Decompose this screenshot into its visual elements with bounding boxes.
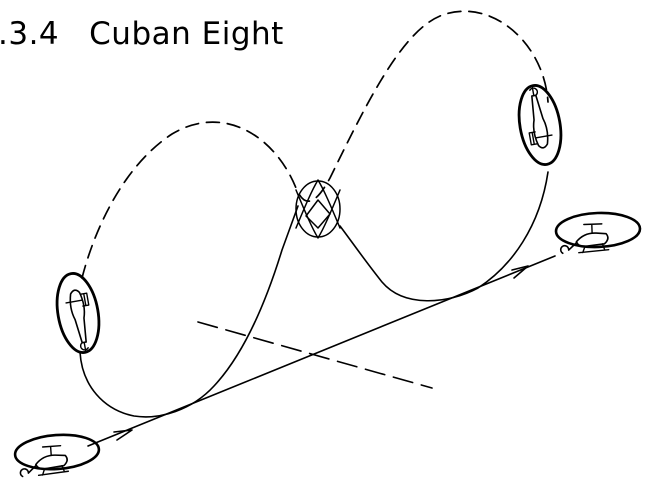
figure-title: .3.4 Cuban Eight bbox=[0, 16, 284, 52]
flight-path-upper-exit bbox=[339, 171, 549, 302]
helicopter-icon bbox=[554, 210, 643, 255]
arrow-head-icon bbox=[511, 265, 529, 279]
helicopter-icon bbox=[511, 80, 569, 170]
helicopter-icon bbox=[49, 268, 107, 358]
crossover-marker bbox=[295, 179, 341, 239]
arrow-head-icon bbox=[113, 429, 133, 441]
figure-name: Cuban Eight bbox=[89, 16, 284, 52]
flight-path-entry-line bbox=[87, 255, 556, 447]
figure-number: .3.4 bbox=[0, 16, 60, 52]
flight-path-dashed-loop bbox=[81, 10, 549, 279]
flight-path-lower-loop bbox=[79, 205, 299, 418]
helicopter-icon bbox=[12, 430, 102, 479]
reference-line-dashed bbox=[197, 321, 433, 389]
